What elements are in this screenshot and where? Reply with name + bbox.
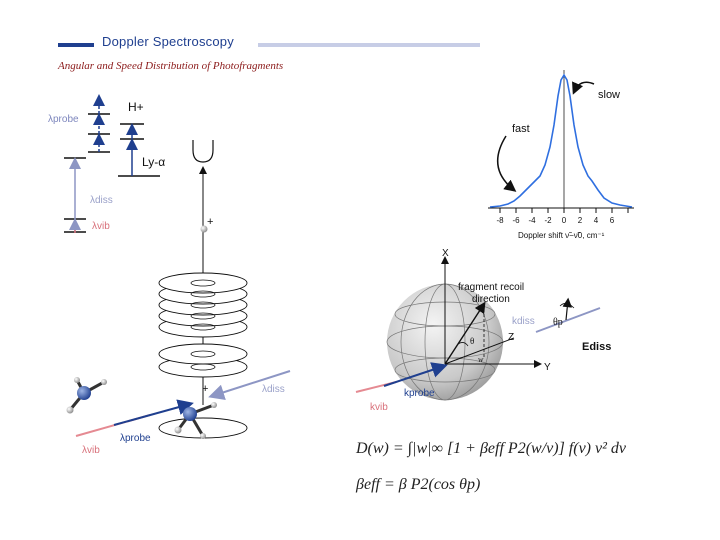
tick-label: 6 [610, 216, 615, 225]
recoil-sphere-diagram: X Y Z fragment recoil direction θ w kdis… [355, 248, 611, 413]
w-label: w [478, 355, 484, 364]
lambda-diss-label: λdiss [90, 195, 113, 206]
tick-label: 0 [562, 216, 567, 225]
z-axis [444, 337, 515, 365]
lambda-vib-label: λvib [92, 221, 110, 232]
doppler-profile-equation: D(w) = ∫|w|∞ [1 + βeff P2(w/v)] f(v) v² … [356, 440, 626, 457]
h-plus-label: H+ [128, 100, 144, 114]
apparatus-vib-label: λvib [82, 445, 100, 456]
e-diss-label: Ediss [582, 341, 611, 353]
profile-tick-labels: -8 -6 -4 -2 0 2 4 6 [496, 216, 614, 225]
recoil-vector [444, 301, 486, 365]
diss-beam [208, 370, 291, 400]
recoil-label-2: direction [472, 294, 510, 305]
tick-label: 4 [594, 216, 599, 225]
apparatus-diss-label: λdiss [262, 384, 285, 395]
slow-label: slow [598, 89, 620, 101]
k-diss-label: kdiss [512, 316, 535, 327]
plus-center-label: + [202, 383, 208, 395]
profile-ticks [499, 208, 629, 213]
plate-stack-top [158, 272, 248, 338]
fast-arrow [496, 135, 517, 192]
y-axis-label: Y [544, 362, 551, 373]
lambda-probe-label: λprobe [48, 114, 79, 125]
k-diss-beam [535, 307, 601, 333]
plate-stack-middle [158, 343, 248, 378]
e-diss-vector [562, 297, 573, 321]
k-vib-label: kvib [370, 402, 388, 413]
theta-p-label: θp [553, 317, 563, 328]
slide-title: Doppler Spectroscopy [102, 34, 234, 49]
theta-label: θ [470, 336, 474, 346]
x-axis-label: X [442, 248, 449, 259]
tick-label: -8 [496, 216, 504, 225]
title-rule: Doppler Spectroscopy [58, 34, 480, 52]
k-probe-label: kprobe [404, 388, 435, 399]
plus-ion-label: + [207, 216, 213, 228]
doppler-profile: -8 -6 -4 -2 0 2 4 6 Doppler shift ν̃−ν̃0… [488, 70, 634, 240]
recoil-label-1: fragment recoil [458, 282, 524, 293]
tick-label: 2 [578, 216, 583, 225]
detector [192, 140, 214, 163]
profile-curve [489, 73, 633, 208]
theta-arc [457, 342, 469, 347]
molecule-left [66, 377, 107, 414]
z-axis-label: Z [508, 332, 514, 343]
tick-label: -4 [528, 216, 536, 225]
beta-eff-equation: βeff = β P2(cos θp) [356, 476, 481, 493]
ion-fragment [200, 225, 208, 233]
slow-arrow [572, 81, 595, 95]
title-bar-dark [58, 43, 94, 47]
k-probe-beam [383, 362, 448, 387]
tick-label: -2 [544, 216, 552, 225]
title-bar-light [258, 43, 480, 47]
plate-holes [190, 279, 216, 331]
theta-p-arc [559, 303, 575, 309]
tick-label: -6 [512, 216, 520, 225]
energy-level-diagram: λprobe H+ Ly-α λdiss λvib [48, 94, 165, 233]
ly-alpha-label: Ly-α [142, 155, 165, 169]
fast-label: fast [512, 123, 530, 135]
molecule-center [174, 402, 217, 439]
apparatus-probe-label: λprobe [120, 433, 151, 444]
apparatus-diagram: + [66, 140, 291, 456]
probe-beam [113, 399, 194, 426]
slide-subtitle: Angular and Speed Distribution of Photof… [58, 60, 284, 72]
profile-xlabel: Doppler shift ν̃−ν̃0, cm⁻¹ [518, 231, 605, 240]
